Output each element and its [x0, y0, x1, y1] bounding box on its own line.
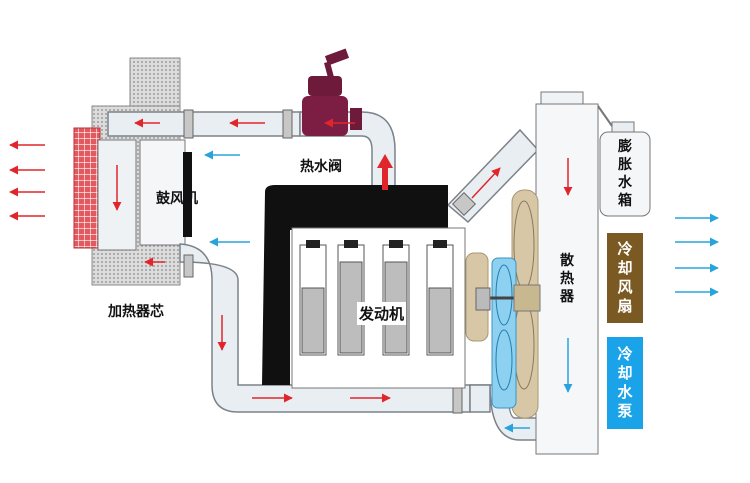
heater-core [73, 57, 186, 286]
flow-arrows-cold [204, 150, 719, 433]
valve-outlet-arrow [377, 154, 393, 190]
radiator-label: 散 热 器 [560, 253, 574, 305]
engine [262, 185, 466, 389]
pump-impeller-icon [475, 257, 541, 409]
valve-icon [302, 48, 362, 136]
radiator [535, 91, 599, 455]
expansion-tank [597, 105, 651, 217]
flow-arrows-hot [9, 118, 573, 403]
heater-core-label: 加热器芯 [108, 304, 164, 320]
hot-water-valve-label: 热水阀 [300, 159, 342, 175]
cooling-pump-label: 冷 却 水 泵 [607, 337, 643, 429]
blower-motor [183, 152, 192, 237]
cooling-fan-label: 冷 却 风 扇 [607, 233, 643, 323]
cylinder-icon [299, 244, 454, 356]
engine-label: 发动机 [357, 302, 407, 325]
expansion-tank-label: 膨 胀 水 箱 [618, 139, 632, 209]
blower-label: 鼓风机 [156, 191, 198, 207]
